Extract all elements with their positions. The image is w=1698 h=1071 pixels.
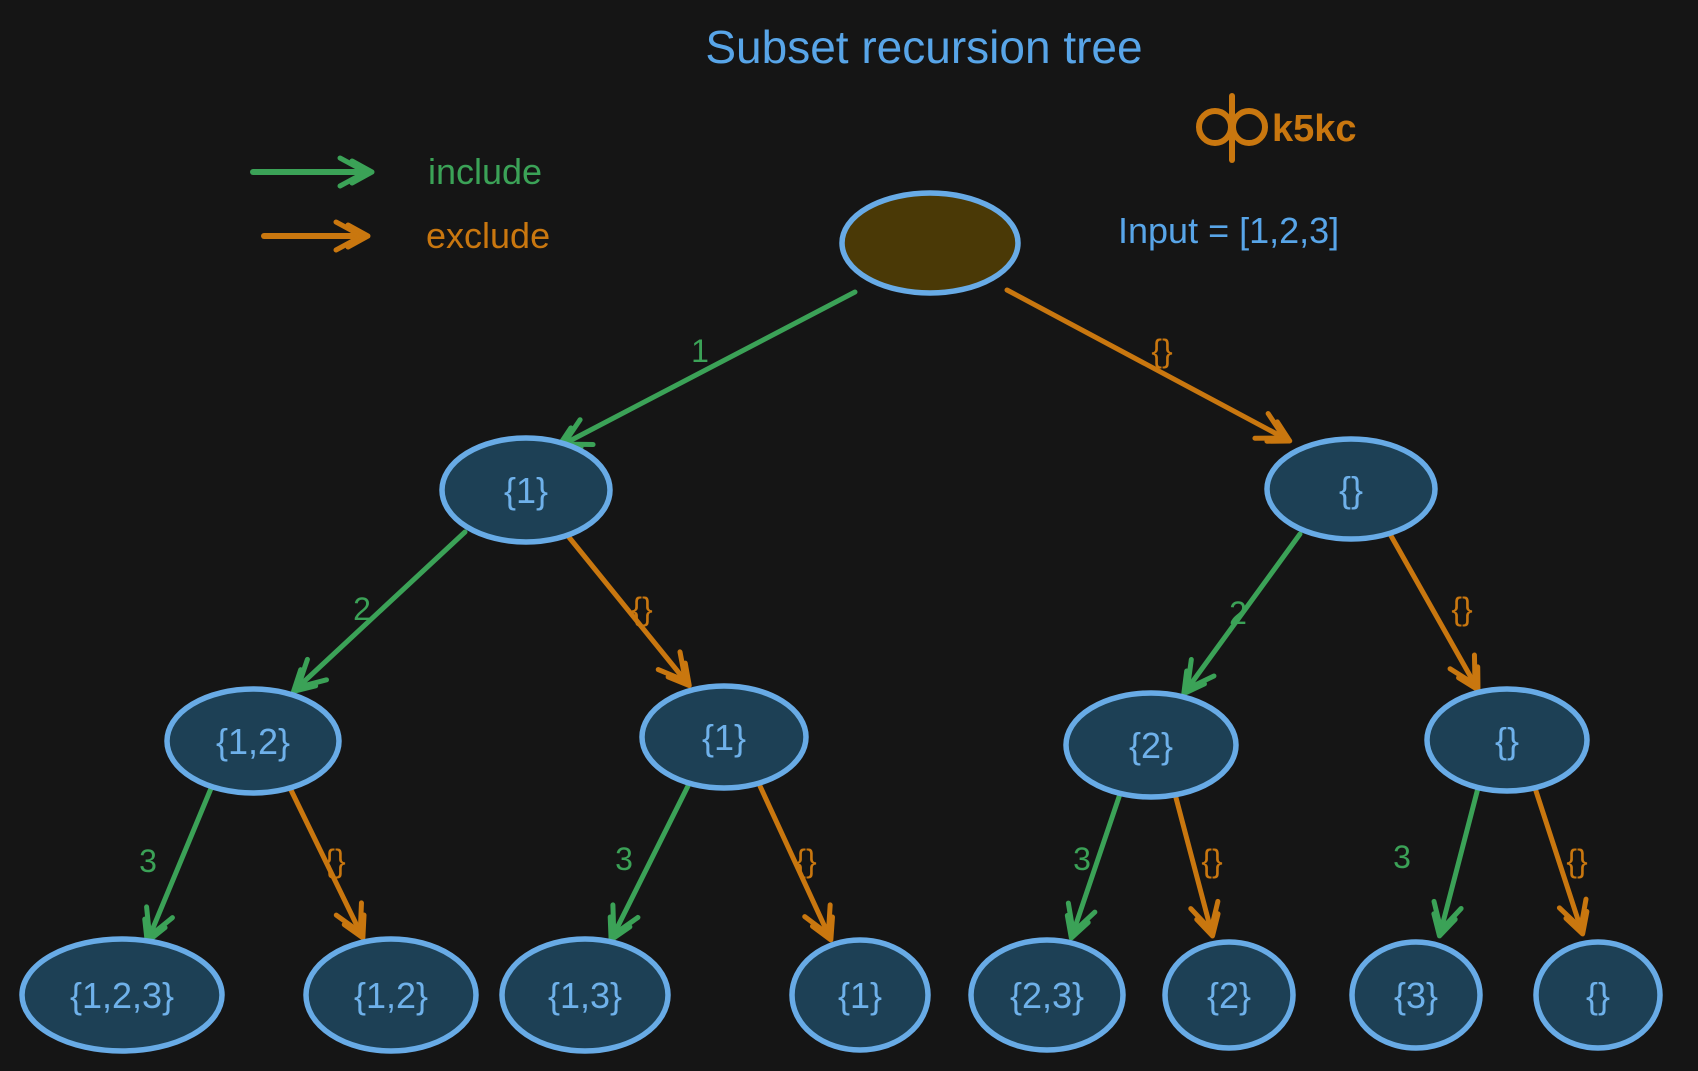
page-title: Subset recursion tree: [705, 21, 1142, 73]
edge-include-l2-2-to-l3-3: [607, 783, 691, 943]
node-label-l3-6: {2}: [1207, 975, 1251, 1016]
node-l2-2: [639, 683, 809, 791]
node-labels: {1} {} {1,2} {1} {2} {} {1,2,3} {1,2} {1…: [70, 469, 1610, 1016]
edge-exclude-l1-right-to-l2-4: [1387, 531, 1481, 693]
edge-include-l2-4-to-l3-7: [1431, 785, 1481, 939]
edge-include-l2-3-to-l3-5: [1064, 791, 1123, 941]
node-label-l1-left: {1}: [504, 470, 548, 511]
watermark: k5kc: [1196, 93, 1357, 163]
include-edge-labels: 1 2 2 3 3 3 3: [139, 333, 1411, 879]
edge-include-root-to-l1-left: [555, 289, 858, 450]
node-label-l3-4: {1}: [838, 975, 882, 1016]
exclude-edges: [287, 287, 1590, 943]
edge-label-exclude-l2-1: {}: [324, 843, 346, 879]
edge-label-exclude-l1-right: {}: [1451, 591, 1473, 627]
edge-exclude-l2-1-to-l3-2: [287, 785, 367, 941]
node-l2-1: [164, 686, 342, 796]
node-l3-7: [1349, 939, 1483, 1051]
include-edges: [142, 289, 1481, 945]
edge-exclude-l2-2-to-l3-4: [757, 783, 835, 943]
node-l1-right: [1264, 436, 1438, 542]
node-label-l1-right: {}: [1339, 469, 1363, 510]
node-label-l3-1: {1,2,3}: [70, 975, 174, 1016]
edge-exclude-l2-4-to-l3-8: [1532, 785, 1590, 937]
edge-label-include-3-a: 3: [139, 843, 157, 879]
node-l2-3: [1063, 690, 1239, 800]
edge-label-exclude-l2-4: {}: [1566, 843, 1588, 879]
node-l3-6: [1162, 939, 1296, 1051]
edge-label-include-3-d: 3: [1393, 839, 1411, 875]
node-l3-5: [968, 937, 1126, 1053]
node-label-l2-2: {1}: [702, 717, 746, 758]
edge-include-l1-right-to-l2-3: [1181, 531, 1303, 697]
node-label-l3-7: {3}: [1394, 975, 1438, 1016]
tree-nodes: [19, 190, 1663, 1054]
edge-label-include-2-left: 2: [353, 591, 371, 627]
input-label: Input = [1,2,3]: [1118, 210, 1339, 251]
node-l3-2: [303, 936, 479, 1054]
node-l2-4: [1424, 686, 1590, 794]
node-l3-4: [789, 937, 931, 1053]
edge-label-exclude-l2-2: {}: [795, 843, 817, 879]
legend: include exclude: [250, 151, 550, 256]
node-l3-3: [499, 936, 671, 1054]
watermark-label: k5kc: [1272, 108, 1357, 150]
edge-label-include-1: 1: [691, 333, 709, 369]
edge-label-include-3-b: 3: [615, 841, 633, 877]
node-l1-left: [439, 435, 613, 545]
node-label-l3-2: {1,2}: [354, 975, 428, 1016]
k5kc-logo-icon: [1196, 93, 1268, 163]
node-label-l2-1: {1,2}: [216, 721, 290, 762]
edge-include-l2-1-to-l3-1: [142, 783, 215, 945]
subset-nodes: [19, 435, 1663, 1054]
node-label-l3-5: {2,3}: [1010, 975, 1084, 1016]
node-l3-1: [19, 936, 225, 1054]
edge-label-exclude-l1-left: {}: [631, 591, 653, 627]
exclude-edge-labels: {} {} {} {} {} {} {}: [324, 333, 1588, 879]
node-l3-8: [1533, 939, 1663, 1051]
edge-exclude-root-to-l1-right: [1004, 287, 1293, 444]
node-label-l3-3: {1,3}: [548, 975, 622, 1016]
node-root: [839, 190, 1021, 296]
legend-include-label: include: [428, 151, 542, 192]
edge-label-include-3-c: 3: [1073, 841, 1091, 877]
node-label-l2-3: {2}: [1129, 725, 1173, 766]
edge-include-l1-left-to-l2-1: [291, 529, 468, 694]
edge-exclude-l2-3-to-l3-6: [1172, 791, 1221, 939]
node-label-l3-8: {}: [1586, 975, 1610, 1016]
legend-exclude-label: exclude: [426, 215, 550, 256]
node-label-l2-4: {}: [1495, 720, 1519, 761]
edge-exclude-l1-left-to-l2-2: [565, 533, 692, 689]
edge-label-exclude-root: {}: [1151, 333, 1173, 369]
edge-label-exclude-l2-3: {}: [1201, 843, 1223, 879]
edge-label-include-2-right: 2: [1229, 595, 1247, 631]
